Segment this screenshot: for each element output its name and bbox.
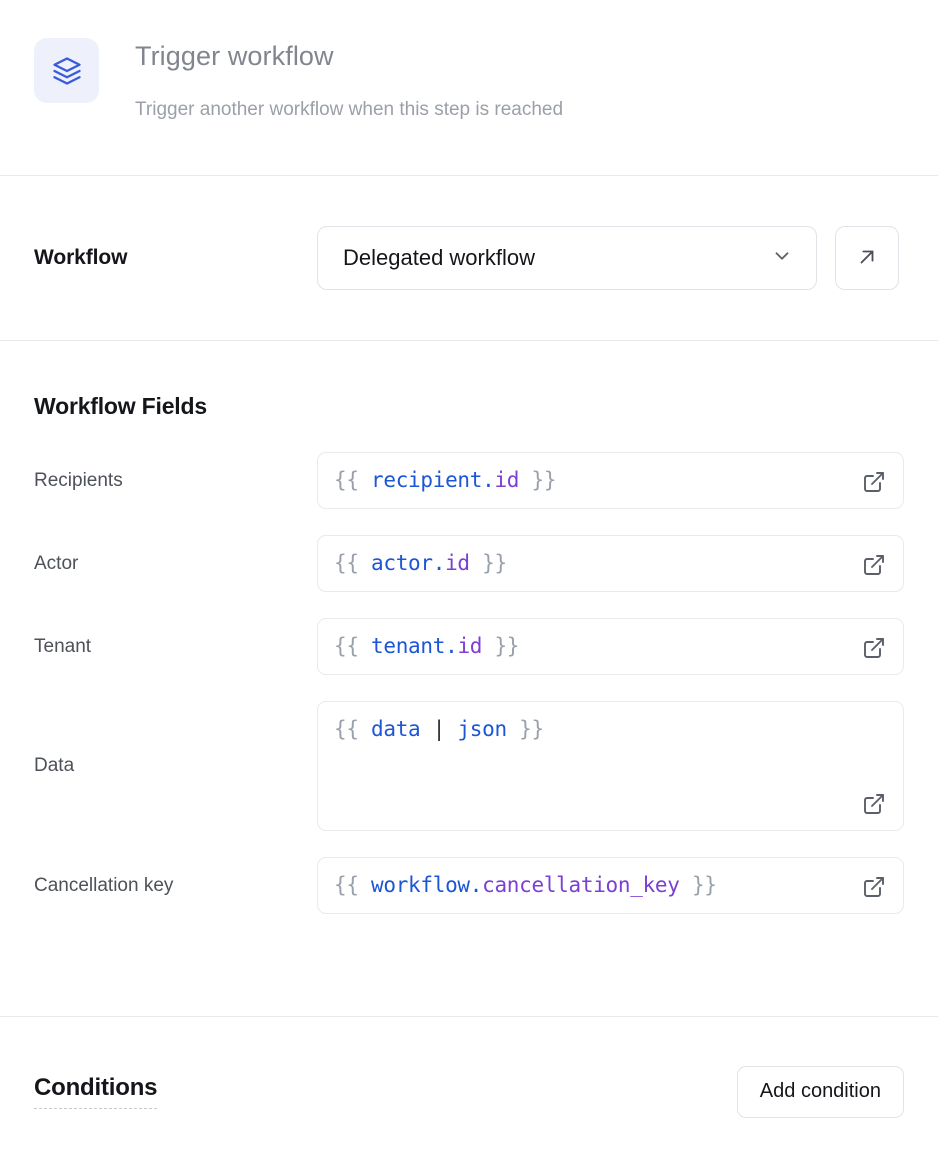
workflow-label: Workflow [34, 246, 128, 269]
field-template-input[interactable]: {{ recipient.id }} [317, 452, 904, 509]
divider-header [0, 175, 938, 176]
external-link-icon[interactable] [859, 872, 889, 902]
field-template-value: {{ actor.id }} [334, 551, 507, 575]
workflow-fields-list: Recipients {{ recipient.id }} Actor {{ acto… [34, 452, 904, 914]
workflow-field-row: Actor {{ actor.id }} [34, 535, 904, 592]
add-condition-button[interactable]: Add condition [736, 1065, 904, 1118]
layers-icon [34, 38, 99, 103]
workflow-select[interactable]: Delegated workflow [317, 226, 817, 290]
field-label: Cancellation key [34, 874, 174, 896]
page-subtitle: Trigger another workflow when this step … [135, 99, 564, 120]
external-link-icon[interactable] [859, 789, 889, 819]
external-link-icon[interactable] [859, 467, 889, 497]
field-label: Recipients [34, 469, 123, 491]
field-label: Actor [34, 552, 79, 574]
workflow-field-row: Recipients {{ recipient.id }} [34, 452, 904, 509]
workflow-fields-section: Workflow Fields Recipients {{ recipient.i… [0, 341, 938, 1016]
field-template-value: {{ data | json }} [334, 717, 544, 741]
field-template-input[interactable]: {{ workflow.cancellation_key }} [317, 857, 904, 914]
workflow-section: Workflow Delegated workflow [0, 176, 938, 340]
workflow-fields-title: Workflow Fields [34, 393, 207, 419]
workflow-field-row: Cancellation key {{ workflow.cancellation… [34, 857, 904, 914]
field-template-input[interactable]: {{ tenant.id }} [317, 618, 904, 675]
divider-workflow [0, 340, 938, 341]
field-template-input[interactable]: {{ data | json }} [317, 701, 904, 831]
field-template-value: {{ tenant.id }} [334, 634, 520, 658]
field-label: Data [34, 755, 75, 776]
page-title: Trigger workflow [135, 41, 334, 71]
field-template-input[interactable]: {{ actor.id }} [317, 535, 904, 592]
field-template-value: {{ recipient.id }} [334, 468, 557, 492]
external-link-icon[interactable] [859, 633, 889, 663]
field-template-value: {{ workflow.cancellation_key }} [334, 873, 717, 897]
divider-fields [0, 1016, 938, 1017]
panel-header: Trigger workflow Trigger another workflo… [0, 0, 938, 175]
chevron-down-icon [771, 245, 793, 272]
arrow-up-right-icon [856, 246, 878, 271]
header-text-block: Trigger workflow Trigger another workflo… [135, 33, 563, 124]
conditions-section: Conditions Add condition [0, 1017, 938, 1164]
workflow-select-value: Delegated workflow [343, 245, 535, 270]
external-link-icon[interactable] [859, 550, 889, 580]
open-workflow-button[interactable] [835, 226, 899, 290]
conditions-title: Conditions [34, 1074, 158, 1109]
workflow-field-row: Data {{ data | json }} [34, 701, 904, 831]
workflow-field-row: Tenant {{ tenant.id }} [34, 618, 904, 675]
field-label: Tenant [34, 635, 92, 657]
